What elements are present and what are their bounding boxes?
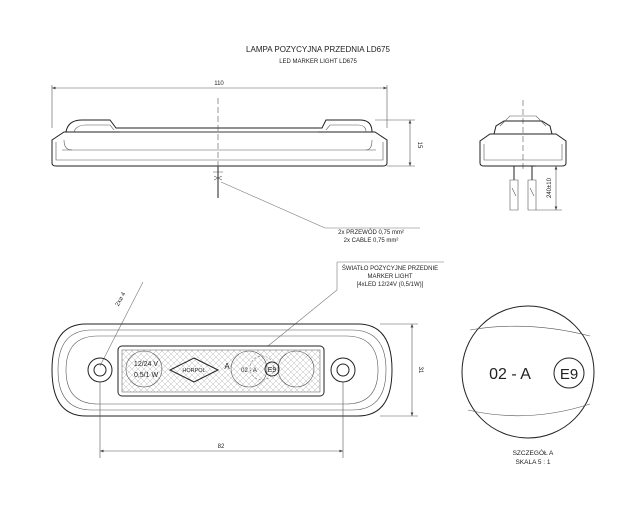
detail-scale: SKALA 5 : 1	[515, 459, 550, 466]
front-view: ŚWIATŁO POZYCYJNE PRZEDNIE MARKER LIGHT …	[51, 261, 444, 458]
lens-voltage: 12/24 V	[134, 361, 158, 368]
light-note-en: MARKER LIGHT	[367, 274, 412, 280]
drawing-subtitle: LED MARKER LIGHT LD675	[279, 59, 357, 65]
dim-width-82: 82	[218, 444, 225, 450]
drawing-title: LAMPA POZYCYJNA PRZEDNIA LD675	[246, 45, 390, 54]
lens-e-mark: E9	[268, 367, 277, 374]
side-view: 110 15 2x PRZEWÓD 0,75 mm² 2x CABLE 0,75…	[51, 81, 422, 244]
lens-brand: HORPOL	[182, 368, 205, 374]
dim-wire-240: 240±10	[547, 177, 553, 198]
lens-power: 0,5/1 W	[134, 372, 159, 379]
lens-class-code: A	[224, 362, 230, 371]
dim-height-31: 31	[417, 367, 423, 374]
cable-note-pl: 2x PRZEWÓD 0,75 mm²	[338, 229, 404, 236]
light-note-pl: ŚWIATŁO POZYCYJNE PRZEDNIE	[342, 264, 438, 272]
cable-note-en: 2x CABLE 0,75 mm²	[344, 238, 399, 244]
dim-height-15: 15	[416, 142, 422, 149]
detail-label: SZCZEGÓŁ A	[513, 448, 554, 457]
detail-a: 02 - A E9 SZCZEGÓŁ A SKALA 5 : 1	[461, 305, 595, 466]
dim-hole: 2x⌀ 4	[115, 291, 128, 308]
light-note-led: [4xLED 12/24V (0,5/1W)]	[357, 282, 424, 288]
detail-approval: 02 - A	[489, 366, 531, 383]
dim-width-110: 110	[214, 81, 224, 87]
detail-e-mark: E9	[560, 366, 578, 383]
end-view: 240±10	[479, 100, 567, 211]
lens-approval: 02 - A	[241, 368, 257, 374]
